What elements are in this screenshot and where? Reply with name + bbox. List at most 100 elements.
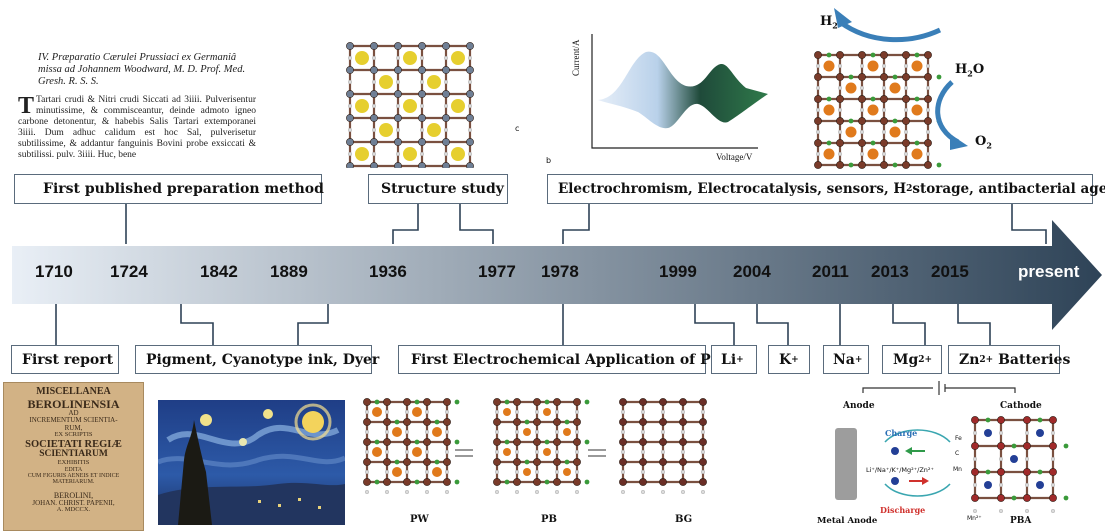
lattice-ion: [911, 148, 923, 160]
lattice-ion: [372, 447, 382, 457]
lattice-node: [924, 161, 932, 169]
lattice-ligand: [514, 410, 519, 415]
lattice-node: [513, 458, 521, 466]
label-na: Na+: [823, 345, 869, 374]
lattice-node: [1023, 416, 1031, 424]
lattice-ligand: [998, 482, 1003, 487]
label-first-report: First report: [11, 345, 119, 374]
lattice-ligand: [892, 162, 898, 168]
lattice-node: [902, 95, 910, 103]
lattice-ligand: [443, 103, 448, 108]
lattice-ligand: [347, 56, 352, 61]
anode-label: Anode: [843, 401, 875, 411]
lattice-node: [493, 478, 501, 486]
lattice-ion: [392, 427, 402, 437]
label-k: K+: [768, 345, 810, 374]
label-first-published-preparation: First published preparation method: [14, 174, 324, 204]
lattice-ligand: [641, 410, 646, 415]
lattice-ligand: [396, 80, 401, 85]
lattice-ligand: [574, 410, 579, 415]
lattice-node: [997, 442, 1005, 450]
lattice-node: [880, 161, 888, 169]
lattice-node: [814, 51, 822, 59]
lattice-ligand: [419, 80, 424, 85]
lattice-ligand: [701, 469, 706, 474]
battery-schematic: [835, 381, 1069, 513]
lattice-node: [880, 73, 888, 81]
lattice-node: [418, 162, 426, 168]
lattice-ligand: [914, 52, 920, 58]
lattice-ion: [823, 148, 835, 160]
lattice-ligand: [903, 151, 908, 156]
lattice-ligand: [681, 410, 686, 415]
cv-axes: [591, 34, 758, 149]
lattice-ligand: [454, 439, 460, 445]
lattice-ligand: [534, 469, 539, 474]
lattice-node: [466, 162, 474, 168]
lattice-ligand: [574, 469, 579, 474]
lattice-node: [971, 442, 979, 450]
lattice-ligand: [998, 456, 1003, 461]
lattice-ligand: [936, 162, 942, 168]
lattice-node: [418, 90, 426, 98]
lattice-node: [573, 458, 581, 466]
lattice-node: [513, 418, 521, 426]
lattice-ion: [911, 60, 923, 72]
book-text: MISCELLANEA BEROLINENSIA AD INCREMENTUM …: [25, 386, 122, 514]
lattice-ligand: [621, 469, 626, 474]
lattice-ligand: [394, 419, 400, 425]
metal-anode-label: Metal Anode: [817, 516, 878, 526]
lattice-ligand: [1024, 456, 1029, 461]
lattice-node: [533, 458, 541, 466]
lattice-ligand: [534, 410, 539, 415]
lattice-ligand: [985, 417, 991, 423]
lattice-node: [533, 438, 541, 446]
cathode-label: Cathode: [1000, 401, 1042, 411]
lattice-node: [370, 114, 378, 122]
lattice-ion: [403, 51, 417, 65]
lattice-ligand: [1011, 443, 1017, 449]
lattice-node: [1023, 494, 1031, 502]
lattice-node: [443, 418, 451, 426]
lattice-ligand: [443, 127, 448, 132]
lattice-ligand: [534, 430, 539, 435]
lattice-ligand: [424, 430, 429, 435]
lattice-node: [858, 161, 866, 169]
lattice-ligand: [641, 450, 646, 455]
lattice-ligand: [1050, 482, 1055, 487]
lattice-node: [619, 398, 627, 406]
lattice-ion: [523, 428, 531, 436]
lattice-ligand: [925, 63, 930, 68]
lattice-node: [814, 117, 822, 125]
lattice-ligand: [870, 96, 876, 102]
lattice-ligand: [925, 129, 930, 134]
lattice-node: [924, 95, 932, 103]
lattice-ligand: [504, 439, 510, 445]
lattice-node: [639, 458, 647, 466]
lattice-node: [466, 90, 474, 98]
lattice-ligand: [364, 489, 369, 494]
lattice-node: [403, 458, 411, 466]
lattice-ion: [867, 104, 879, 116]
lattice-node: [573, 478, 581, 486]
lattice-ligand: [554, 430, 559, 435]
lattice-node: [836, 139, 844, 147]
lattice-ligand: [364, 430, 369, 435]
lattice-ligand: [544, 399, 550, 405]
label-first-electrochemical: First Electrochemical Application of PB: [398, 345, 722, 374]
lattice-ligand: [621, 489, 626, 494]
lattice-ion: [984, 481, 992, 489]
lattice-node: [553, 438, 561, 446]
lattice-ligand: [816, 107, 821, 112]
lattice-node: [443, 478, 451, 486]
lattice-ligand: [554, 489, 559, 494]
lattice-ligand: [454, 479, 460, 485]
lattice-node: [639, 438, 647, 446]
lattice-ion: [845, 126, 857, 138]
lattice-ligand: [467, 151, 472, 156]
lattice-node: [573, 418, 581, 426]
lattice-ion: [451, 99, 465, 113]
lattice-ligand: [405, 450, 410, 455]
lattice-node: [659, 478, 667, 486]
